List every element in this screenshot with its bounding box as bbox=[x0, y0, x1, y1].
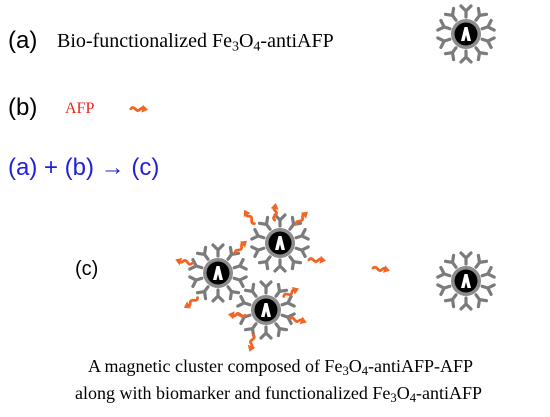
row-b-label: (b) bbox=[8, 94, 38, 121]
row-a-title: Bio-functionalized Fe3O4-antiAFP bbox=[57, 30, 334, 55]
caption-line-1-pre: A magnetic cluster composed of Fe bbox=[88, 356, 343, 376]
afp-antigen-icon bbox=[129, 101, 151, 116]
nanoparticle-icon bbox=[438, 6, 494, 62]
row-a-title-pre: Bio-functionalized Fe bbox=[57, 30, 232, 52]
free-nanoparticle-icon bbox=[438, 253, 494, 309]
caption-line-2: along with biomarker and functionalized … bbox=[75, 383, 482, 404]
row-a-title-sub2: 4 bbox=[253, 39, 261, 55]
magnetic-cluster bbox=[172, 200, 329, 355]
row-a-label: (a) bbox=[8, 27, 38, 54]
cluster-afp-icon bbox=[244, 332, 261, 355]
cluster-afp-icon bbox=[307, 252, 329, 267]
caption-line-2-post: -antiAFP bbox=[416, 383, 483, 403]
caption-line-1-mid: O bbox=[348, 356, 362, 376]
row-a-title-mid: O bbox=[238, 30, 254, 52]
cluster-nanoparticle-icon bbox=[252, 215, 308, 271]
row-c-label: (c) bbox=[75, 258, 99, 280]
caption-line-2-sub1: 3 bbox=[390, 391, 397, 406]
afp-label: AFP bbox=[65, 100, 95, 117]
cluster-nanoparticle-icon bbox=[190, 245, 246, 301]
caption-line-1: A magnetic cluster composed of Fe3O4-ant… bbox=[88, 356, 473, 377]
caption-line-2-pre: along with biomarker and functionalized … bbox=[75, 383, 391, 403]
free-afp-icon bbox=[371, 260, 393, 276]
caption-line-1-sub2: 4 bbox=[361, 364, 369, 379]
cluster-nanoparticle-icon bbox=[238, 282, 294, 338]
cluster-afp-icon bbox=[239, 206, 258, 228]
cluster-afp-icon bbox=[172, 254, 195, 271]
cluster-afp-icon bbox=[180, 294, 202, 313]
row-a-title-post: -antiAFP bbox=[260, 30, 334, 52]
cluster-afp-icon bbox=[230, 236, 251, 257]
caption-line-2-mid: O bbox=[396, 383, 410, 403]
caption-line-2-sub2: 4 bbox=[409, 391, 416, 406]
reaction-equation: (a) + (b) → (c) bbox=[8, 154, 160, 181]
caption-line-1-post: -antiAFP-AFP bbox=[368, 356, 474, 376]
row-a-title-sub1: 3 bbox=[231, 39, 239, 55]
caption-line-1-sub1: 3 bbox=[342, 364, 349, 379]
